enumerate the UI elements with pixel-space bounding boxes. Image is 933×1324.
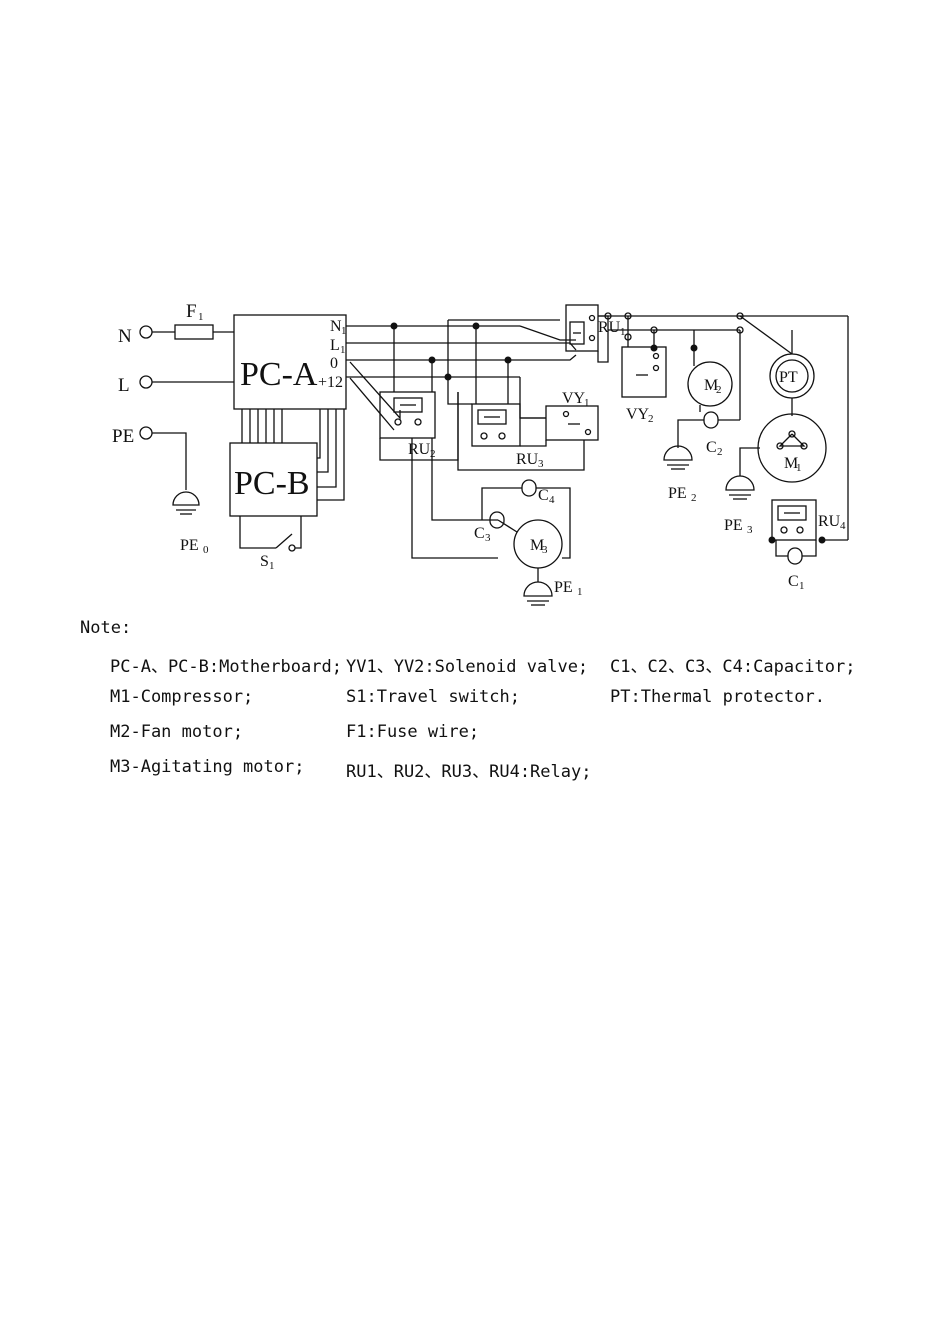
- note-column-1: PC-A、PC-B:Motherboard; M1-Compressor; M2…: [110, 652, 342, 792]
- fuse-subscript: 1: [198, 311, 204, 323]
- ground-pe2-icon: [663, 445, 693, 461]
- note-column-2: YV1、YV2:Solenoid valve; S1:Travel switch…: [346, 652, 591, 792]
- c4-label: C: [538, 487, 549, 504]
- note-item: M1-Compressor;: [110, 687, 254, 707]
- note-item: PT:Thermal protector.: [610, 687, 825, 707]
- valve-vy1: [545, 405, 599, 441]
- note-item: C1、C2、C3、C4:Capacitor;: [610, 657, 856, 677]
- capacitor-c2: [703, 411, 719, 429]
- ru1-subscript: 1: [620, 326, 626, 338]
- m3-label: M: [530, 537, 544, 554]
- fuse-f1: [174, 324, 214, 340]
- pin-n-label: N: [330, 318, 342, 335]
- c1-subscript: 1: [799, 580, 805, 592]
- terminal-pe: [139, 426, 153, 440]
- pe1-label: PE: [554, 579, 573, 596]
- relay-ru4: [771, 499, 817, 541]
- pin-l-label: L: [330, 337, 340, 354]
- pe3-label: PE: [724, 517, 743, 534]
- switch-subscript: 1: [269, 560, 275, 572]
- m2-subscript: 2: [716, 384, 722, 396]
- m1-subscript: 1: [796, 462, 802, 474]
- pin-12-label: +12: [318, 374, 343, 391]
- c4-subscript: 4: [549, 494, 555, 506]
- vy2-label: VY: [626, 406, 650, 423]
- fuse-label: F: [186, 301, 197, 322]
- note-item: F1:Fuse wire;: [346, 722, 480, 742]
- c2-subscript: 2: [717, 446, 723, 458]
- ru4-label: RU: [818, 513, 841, 530]
- vy1-subscript: 1: [584, 397, 590, 409]
- switch-label: S: [260, 553, 269, 570]
- ru1-label: RU: [598, 319, 621, 336]
- note-item: YV1、YV2:Solenoid valve;: [346, 657, 589, 677]
- relay-ru3: [471, 403, 521, 447]
- pe0-subscript: 0: [203, 544, 209, 556]
- note-item: M3-Agitating motor;: [110, 757, 305, 777]
- note-item: S1:Travel switch;: [346, 687, 520, 707]
- terminal-pe-label: PE: [112, 426, 134, 447]
- ru3-subscript: 3: [538, 458, 544, 470]
- pt-label: PT: [779, 369, 798, 386]
- wiring-diagram: N L PE F 1 PC-A PC-B N 1 L 1 0 +12 S 1 P…: [112, 301, 849, 606]
- relay-ru1: [565, 304, 599, 352]
- vy1-label: VY: [562, 390, 586, 407]
- note-item: PC-A、PC-B:Motherboard;: [110, 657, 342, 677]
- pc-a-label: PC-A: [240, 356, 318, 393]
- note-column-3: C1、C2、C3、C4:Capacitor; PT:Thermal protec…: [610, 652, 855, 722]
- note-title: Note:: [80, 618, 132, 638]
- c3-label: C: [474, 525, 485, 542]
- vy2-subscript: 2: [648, 413, 654, 425]
- ru2-label: RU: [408, 441, 431, 458]
- m3-subscript: 3: [542, 544, 548, 556]
- capacitor-c4: [521, 479, 537, 497]
- pc-a-board: [233, 314, 347, 410]
- ru3-label: RU: [516, 451, 539, 468]
- note-item: RU1、RU2、RU3、RU4:Relay;: [346, 762, 592, 782]
- ru2-subscript: 2: [430, 448, 436, 460]
- pe3-subscript: 3: [747, 524, 753, 536]
- motor-m2: [687, 361, 733, 407]
- ground-pe1-icon: [523, 581, 553, 597]
- terminal-n-label: N: [118, 326, 132, 347]
- c2-label: C: [706, 439, 717, 456]
- ground-pe3-icon: [725, 475, 755, 491]
- capacitor-c3: [489, 511, 505, 529]
- pe0-label: PE: [180, 537, 199, 554]
- terminal-l: [139, 375, 153, 389]
- valve-vy2: [621, 346, 667, 398]
- pc-b-label: PC-B: [234, 465, 310, 502]
- terminal-n: [139, 325, 153, 339]
- pe2-label: PE: [668, 485, 687, 502]
- c1-label: C: [788, 573, 799, 590]
- pin-n-subscript: 1: [341, 325, 347, 337]
- pin-zero-label: 0: [330, 355, 338, 372]
- ground-pe0-icon: [172, 491, 200, 506]
- capacitor-c1: [787, 547, 803, 565]
- terminal-l-label: L: [118, 375, 130, 396]
- c3-subscript: 3: [485, 532, 491, 544]
- note-item: M2-Fan motor;: [110, 722, 244, 742]
- relay-ru2: [379, 391, 436, 439]
- m1-label: M: [784, 455, 798, 472]
- ru4-subscript: 4: [840, 520, 846, 532]
- m2-label: M: [704, 377, 718, 394]
- pe1-subscript: 1: [577, 586, 583, 598]
- pe2-subscript: 2: [691, 492, 697, 504]
- pin-l-subscript: 1: [340, 344, 346, 356]
